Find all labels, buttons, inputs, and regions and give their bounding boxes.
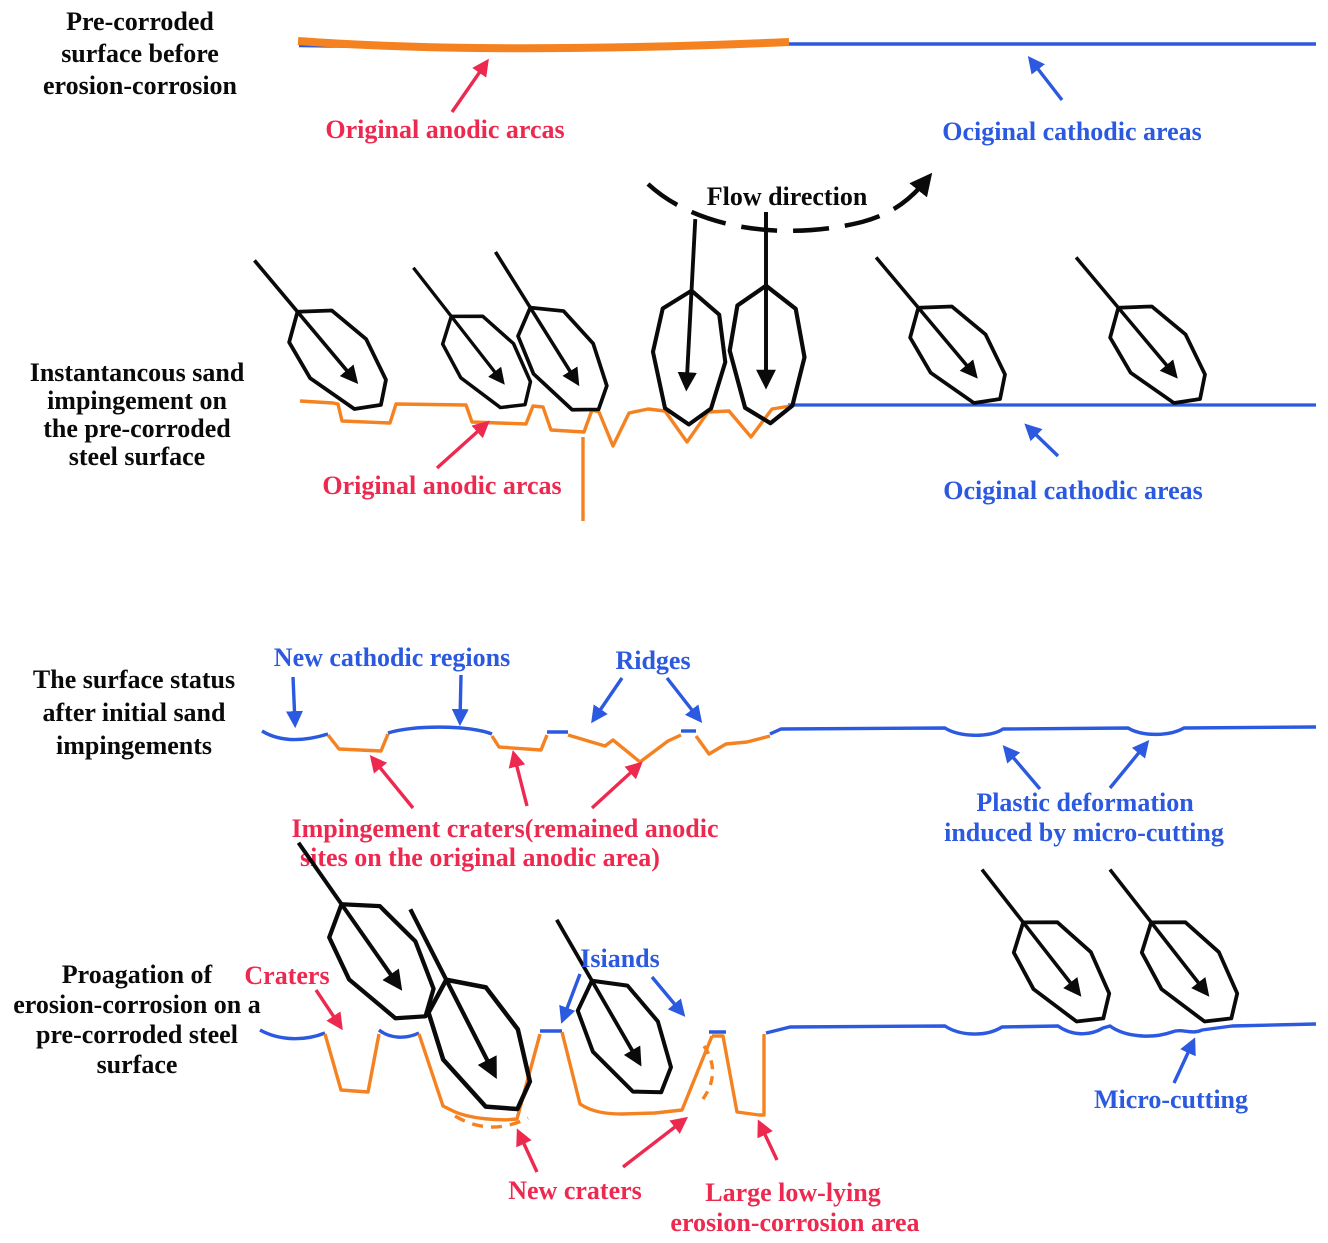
sand-particle — [956, 848, 1128, 1041]
section2-cathodic-label: Ociginal cathodic areas — [943, 476, 1203, 505]
cathodic-arrow-1 — [1027, 55, 1064, 102]
new-craters-label: New craters — [508, 1176, 642, 1205]
impingement-crater-arrow-2 — [508, 750, 529, 807]
section1-surface — [297, 37, 1316, 53]
sand-particle — [229, 238, 405, 429]
impingement-crater — [567, 733, 682, 764]
sand-particle — [730, 212, 805, 423]
section2-anodic-label: Original anodic arcas — [322, 471, 561, 500]
plastic-deformation-label-line1: Plastic deformation — [976, 788, 1194, 817]
section3-surface — [261, 725, 1317, 764]
cathodic-segment — [377, 1028, 420, 1039]
impingement-crater-arrow-3 — [590, 761, 643, 810]
cathodic-segment — [259, 1028, 326, 1041]
cathodic-segment — [387, 725, 493, 736]
section3-title-line1: The surface status — [33, 665, 235, 694]
section2-title-line3: the pre-corroded — [43, 414, 231, 443]
low-lying-arrow — [757, 1119, 779, 1161]
craters-label: Craters — [244, 961, 329, 990]
new-crater-dashed-arc — [698, 1045, 715, 1105]
section1-anodic-label: Original anodic arcas — [325, 115, 564, 144]
new-cathodic-arrow-left — [285, 676, 303, 729]
craters-arrow — [314, 989, 343, 1031]
section4-title-line3: pre-corroded steel — [36, 1020, 238, 1049]
islands-arrow-left — [559, 973, 582, 1024]
micro-cutting-arrow — [1172, 1037, 1196, 1084]
deep-crater — [560, 1031, 714, 1116]
new-crater-dashed-arc — [454, 1114, 529, 1129]
impingement-crater-arrow-1 — [369, 755, 415, 810]
cathodic-segment — [261, 729, 329, 742]
sand-particle — [527, 901, 690, 1111]
low-lying-label-line2: erosion-corrosion area — [670, 1208, 919, 1237]
section1-cathodic-label: Ociginal cathodic areas — [942, 117, 1202, 146]
anodic-arrow-2 — [435, 420, 490, 470]
section3-title-line2: after initial sand — [43, 698, 227, 727]
low-lying-crater — [712, 1034, 766, 1117]
low-lying-label-line1: Large low-lying — [705, 1178, 881, 1207]
plastic-deformation-arrow-right — [1108, 740, 1150, 790]
new-cathodic-regions-label: New cathodic regions — [274, 643, 510, 672]
sand-particle — [851, 235, 1023, 422]
impingement-craters-label-line2: sites on the original anodic area) — [300, 843, 660, 872]
anodic-arrow-1 — [450, 58, 489, 113]
sand-particle — [1084, 848, 1256, 1041]
section1-title-line1: Pre-corroded — [66, 7, 214, 36]
flow-direction-arc — [646, 172, 933, 234]
sand-particle — [1051, 235, 1223, 422]
impingement-crater — [326, 733, 390, 753]
section3-title-line3: impingements — [56, 731, 212, 760]
sand-particle — [389, 248, 547, 426]
new-craters-arrow-right — [621, 1116, 689, 1169]
section4-surface — [259, 1022, 1317, 1129]
plastic-deformation-arrow-left — [1002, 745, 1042, 791]
cathodic-arrow-2 — [1024, 423, 1060, 458]
ridges-label: Ridges — [615, 646, 690, 675]
micro-cutting-label: Micro-cutting — [1094, 1085, 1248, 1114]
section2-title-line4: steel surface — [69, 442, 205, 471]
original-anodic-band — [297, 37, 790, 53]
section2-title-line2: impingement on — [47, 386, 227, 415]
impingement-craters-label-line1: Impingement craters(remained anodic — [291, 814, 718, 843]
ridges-arrow-left — [591, 677, 624, 724]
ridges-arrow-right — [665, 676, 703, 724]
impingement-crater — [490, 734, 549, 752]
micro-cutting-line — [765, 1022, 1317, 1038]
islands-arrow-right — [650, 975, 686, 1017]
islands-label: Isiands — [580, 944, 660, 973]
crater — [323, 1033, 381, 1094]
plastic-deformation-label-line2: induced by micro-cutting — [944, 818, 1224, 847]
new-craters-arrow-left — [516, 1128, 539, 1173]
section1-title-line2: surface before — [61, 39, 219, 68]
section2-title-line1: Instantancous sand — [30, 358, 245, 387]
cathodic-plastic-deformation-line — [769, 725, 1317, 737]
flow-direction-label: Flow direction — [707, 182, 868, 211]
section4-title-line4: surface — [97, 1050, 178, 1079]
section4-title-line2: erosion-corrosion on a — [13, 990, 260, 1019]
new-cathodic-arrow-right — [451, 674, 469, 727]
section4-title-line1: Proagation of — [62, 960, 213, 989]
sand-particle — [649, 217, 732, 426]
deep-crater — [417, 1033, 542, 1122]
section1-title-line3: erosion-corrosion — [43, 71, 238, 100]
impingement-crater — [694, 734, 771, 756]
